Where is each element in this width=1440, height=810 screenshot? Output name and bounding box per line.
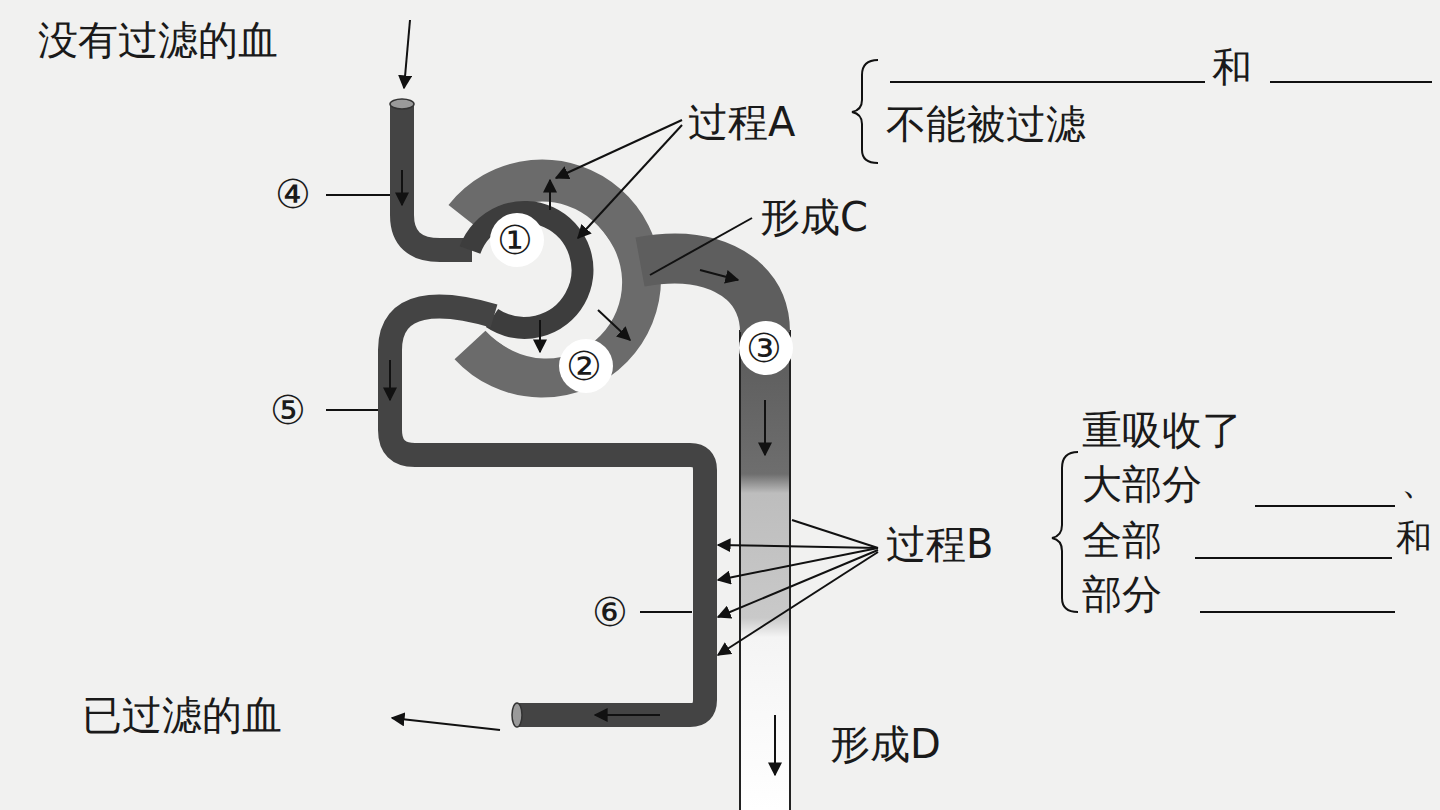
part-label: 和 [1212,45,1252,89]
part-label: 过程A [688,100,795,144]
part-label: 形成D [830,722,941,766]
part-label: ② [566,344,602,388]
part-label: 部分 [1082,572,1162,616]
renal-capsule [465,181,640,377]
part-label: 不能被过滤 [886,102,1086,146]
vessel-opening [512,703,522,727]
leader-lines [326,120,878,655]
number-halo [490,213,544,267]
part-label: ⑥ [592,590,628,634]
number-halo [739,321,793,375]
tubule-wall [789,330,791,810]
brace [852,60,878,163]
part-label: 重吸收了 [1082,408,1242,452]
part-label: 形成C [760,195,868,239]
part-label: 没有过滤的血 [38,18,278,62]
efferent-vessel [390,307,705,715]
number-halo [559,339,613,393]
tubule-wall [739,330,741,810]
part-label: ⑤ [270,388,306,432]
part-label: 已过滤的血 [82,693,282,737]
vessel-opening [390,99,414,109]
part-label: ④ [275,172,311,216]
afferent-vessel [402,105,472,250]
part-label: 和 [1396,518,1432,558]
part-label: ③ [746,326,782,370]
part-label: ① [497,218,533,262]
brace [1052,452,1078,612]
part-label: 过程B [886,522,993,566]
part-label: 全部 [1082,518,1162,562]
part-label: 、 [1401,462,1437,502]
part-label: 大部分 [1082,462,1202,506]
